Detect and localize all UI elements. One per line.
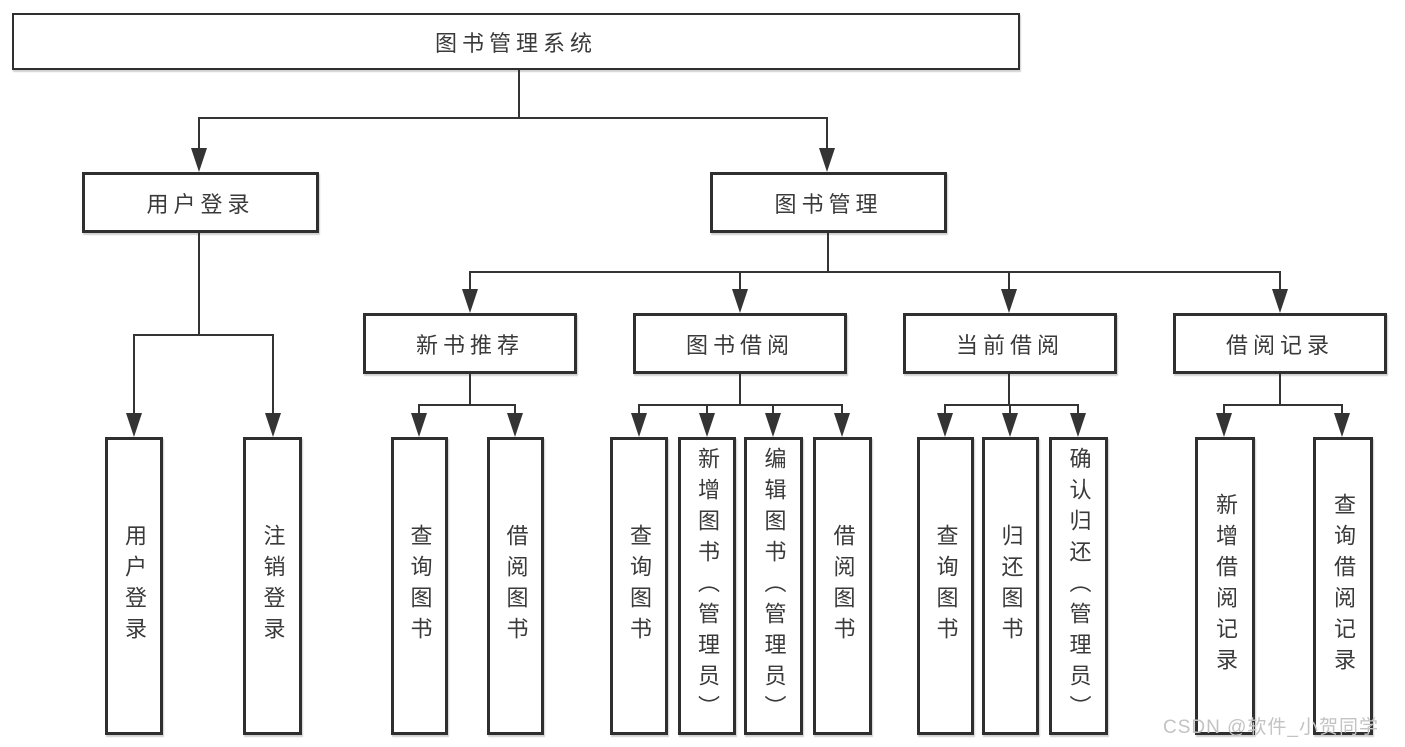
arrowhead-icon	[411, 413, 427, 437]
leaf-record-query-record: 查询借阅记录	[1313, 437, 1373, 735]
connector-line	[198, 233, 200, 336]
node-label: 新书推荐	[415, 332, 524, 358]
leaf-current-query-book: 查询图书	[917, 437, 974, 735]
connector-line	[133, 334, 135, 418]
node-new-book-recommend: 新书推荐	[363, 313, 577, 374]
connector-line	[133, 334, 274, 336]
arrowhead-icon	[1216, 413, 1232, 437]
connector-line	[638, 404, 640, 417]
arrowhead-icon	[819, 148, 835, 172]
leaf-borrow-add-book-admin: 新增图书（管理员）	[678, 437, 736, 735]
node-root-system: 图书管理系统	[12, 13, 1020, 70]
connector-line	[198, 117, 828, 119]
leaf-label: 查询图书	[627, 524, 652, 648]
arrowhead-icon	[699, 413, 715, 437]
arrowhead-icon	[507, 413, 523, 437]
leaf-label: 借阅图书	[830, 524, 856, 648]
leaf-label: 新增图书（管理员）	[695, 446, 720, 726]
arrowhead-icon	[1070, 413, 1086, 437]
leaf-logout: 注销登录	[243, 437, 302, 735]
connector-line	[1008, 374, 1010, 405]
leaf-newbook-query-book: 查询图书	[391, 437, 448, 735]
connector-line	[827, 233, 829, 272]
connector-line	[638, 404, 843, 406]
leaf-current-confirm-return-admin: 确认归还（管理员）	[1049, 437, 1108, 735]
leaf-label: 用户登录	[122, 524, 147, 648]
connector-line	[1077, 404, 1079, 417]
arrowhead-icon	[1001, 289, 1017, 313]
node-label: 图书管理	[774, 191, 883, 217]
arrowhead-icon	[937, 413, 953, 437]
leaf-label: 查询图书	[407, 524, 433, 648]
node-label: 用户登录	[146, 191, 255, 217]
node-label: 借阅记录	[1225, 332, 1334, 358]
connector-line	[198, 117, 200, 153]
leaf-label: 查询借阅记录	[1331, 493, 1356, 679]
node-label: 图书借阅	[685, 332, 794, 358]
connector-line	[514, 404, 516, 417]
connector-line	[944, 404, 1079, 406]
arrowhead-icon	[1002, 413, 1018, 437]
connector-line	[1223, 404, 1225, 417]
connector-line	[739, 374, 741, 405]
connector-line	[469, 271, 471, 293]
leaf-label: 新增借阅记录	[1213, 493, 1238, 679]
leaf-borrow-edit-book-admin: 编辑图书（管理员）	[744, 437, 803, 735]
leaf-label: 归还图书	[998, 524, 1024, 648]
arrowhead-icon	[191, 148, 207, 172]
leaf-newbook-borrow-book: 借阅图书	[487, 437, 544, 735]
leaf-borrow-query-book: 查询图书	[610, 437, 668, 735]
csdn-watermark: CSDN @软件_小贺同学	[1163, 717, 1379, 738]
connector-line	[772, 404, 774, 417]
arrowhead-icon	[265, 413, 281, 437]
connector-line	[1279, 271, 1281, 293]
connector-line	[1008, 271, 1010, 293]
arrowhead-icon	[732, 289, 748, 313]
leaf-label: 注销登录	[260, 524, 286, 648]
connector-line	[1341, 404, 1343, 417]
leaf-label: 确认归还（管理员）	[1066, 446, 1092, 726]
node-book-management: 图书管理	[710, 172, 947, 233]
node-book-borrow: 图书借阅	[633, 313, 847, 374]
leaf-record-add-record: 新增借阅记录	[1195, 437, 1255, 735]
connector-line	[826, 117, 828, 153]
connector-line	[418, 404, 420, 417]
arrowhead-icon	[765, 413, 781, 437]
connector-line	[841, 404, 843, 417]
node-label: 图书管理系统	[434, 30, 597, 56]
connector-line	[1223, 404, 1343, 406]
leaf-current-return-book: 归还图书	[982, 437, 1039, 735]
leaf-borrow-borrow-book: 借阅图书	[813, 437, 872, 735]
node-borrow-record: 借阅记录	[1173, 313, 1387, 374]
connector-line	[469, 374, 471, 405]
node-label: 当前借阅	[955, 332, 1064, 358]
node-current-borrow: 当前借阅	[903, 313, 1117, 374]
arrowhead-icon	[1334, 413, 1350, 437]
leaf-label: 查询图书	[933, 524, 959, 648]
connector-line	[1279, 374, 1281, 405]
arrowhead-icon	[1272, 289, 1288, 313]
arrowhead-icon	[462, 289, 478, 313]
connector-line	[706, 404, 708, 417]
node-user-login: 用户登录	[82, 172, 319, 233]
connector-line	[739, 271, 741, 293]
connector-line	[1009, 404, 1011, 417]
leaf-label: 借阅图书	[503, 524, 529, 648]
arrowhead-icon	[834, 413, 850, 437]
connector-line	[469, 271, 1281, 273]
arrowhead-icon	[126, 413, 142, 437]
arrowhead-icon	[631, 413, 647, 437]
connector-line	[518, 70, 520, 118]
leaf-label: 编辑图书（管理员）	[761, 446, 787, 726]
leaf-user-login: 用户登录	[105, 437, 163, 735]
connector-line	[418, 404, 516, 406]
connector-line	[272, 334, 274, 418]
connector-line	[944, 404, 946, 417]
